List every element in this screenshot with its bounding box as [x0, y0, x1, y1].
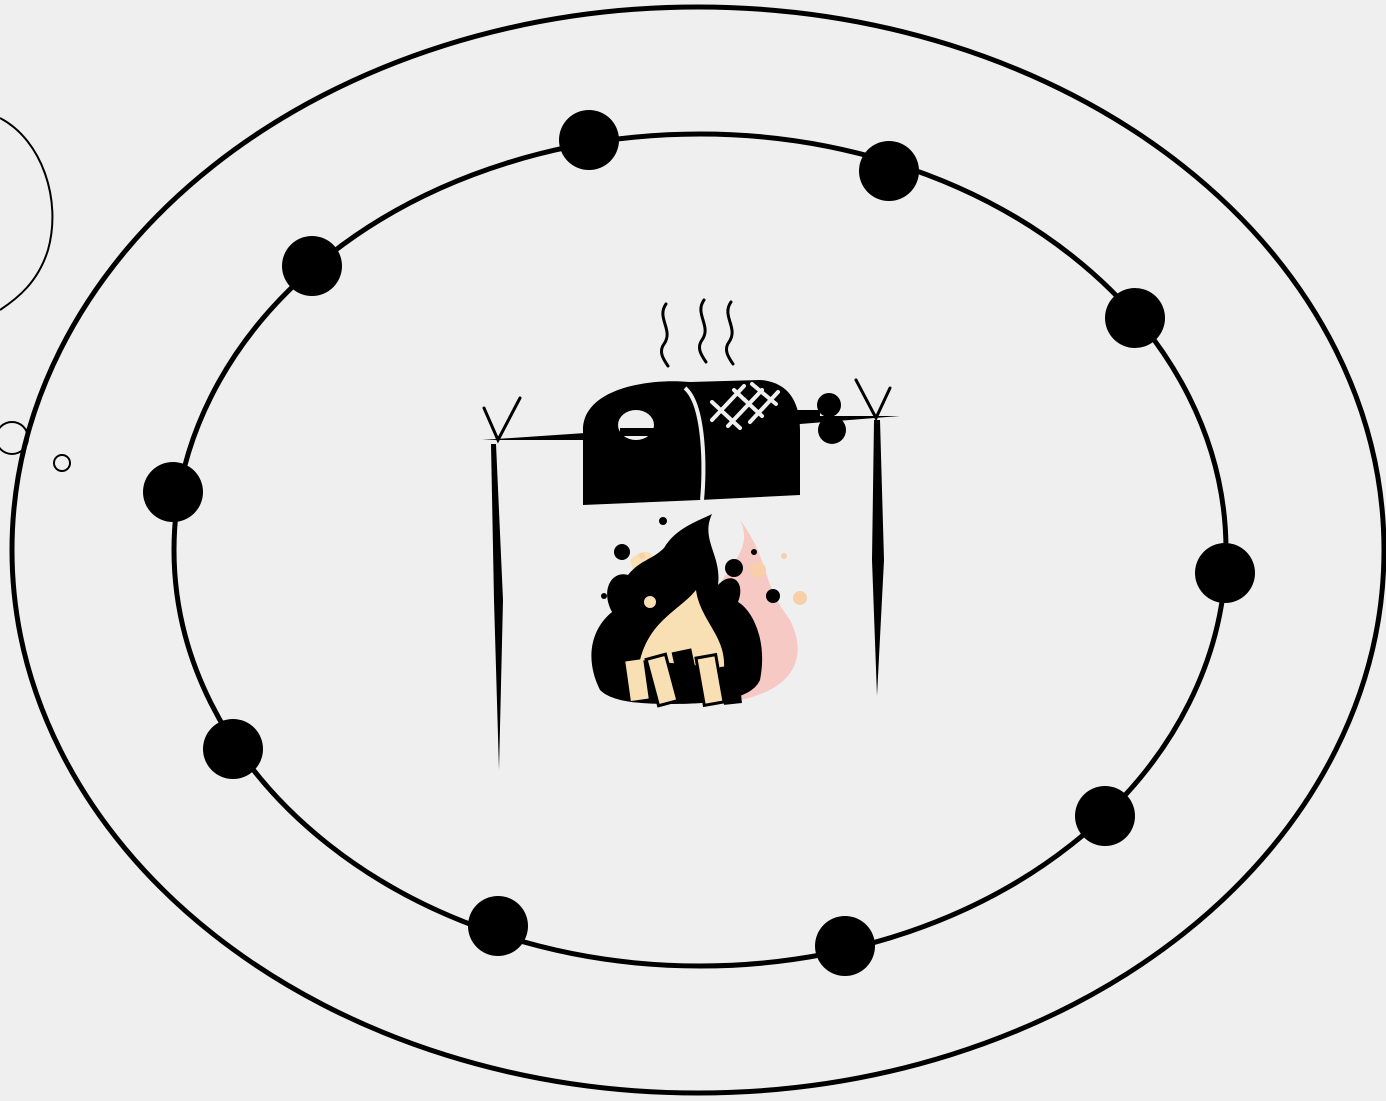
ring-dot — [1075, 786, 1135, 846]
ring-dot — [859, 141, 919, 201]
left-edge-arc — [0, 118, 52, 310]
roast-meat-icon — [583, 380, 800, 505]
ring-dot — [468, 896, 528, 956]
ring-dot — [282, 236, 342, 296]
ring-dot — [1195, 543, 1255, 603]
ring-dot — [1105, 288, 1165, 348]
ring-dot — [203, 719, 263, 779]
ring-dot — [815, 916, 875, 976]
campfire-roasting-spit-icon — [482, 300, 900, 770]
steam-icon — [661, 300, 733, 366]
bubble-small — [54, 455, 70, 471]
ring-dot — [559, 110, 619, 170]
fire-icon — [591, 514, 807, 706]
right-stake — [856, 380, 890, 696]
ring-dot — [143, 462, 203, 522]
left-stake — [484, 398, 520, 770]
